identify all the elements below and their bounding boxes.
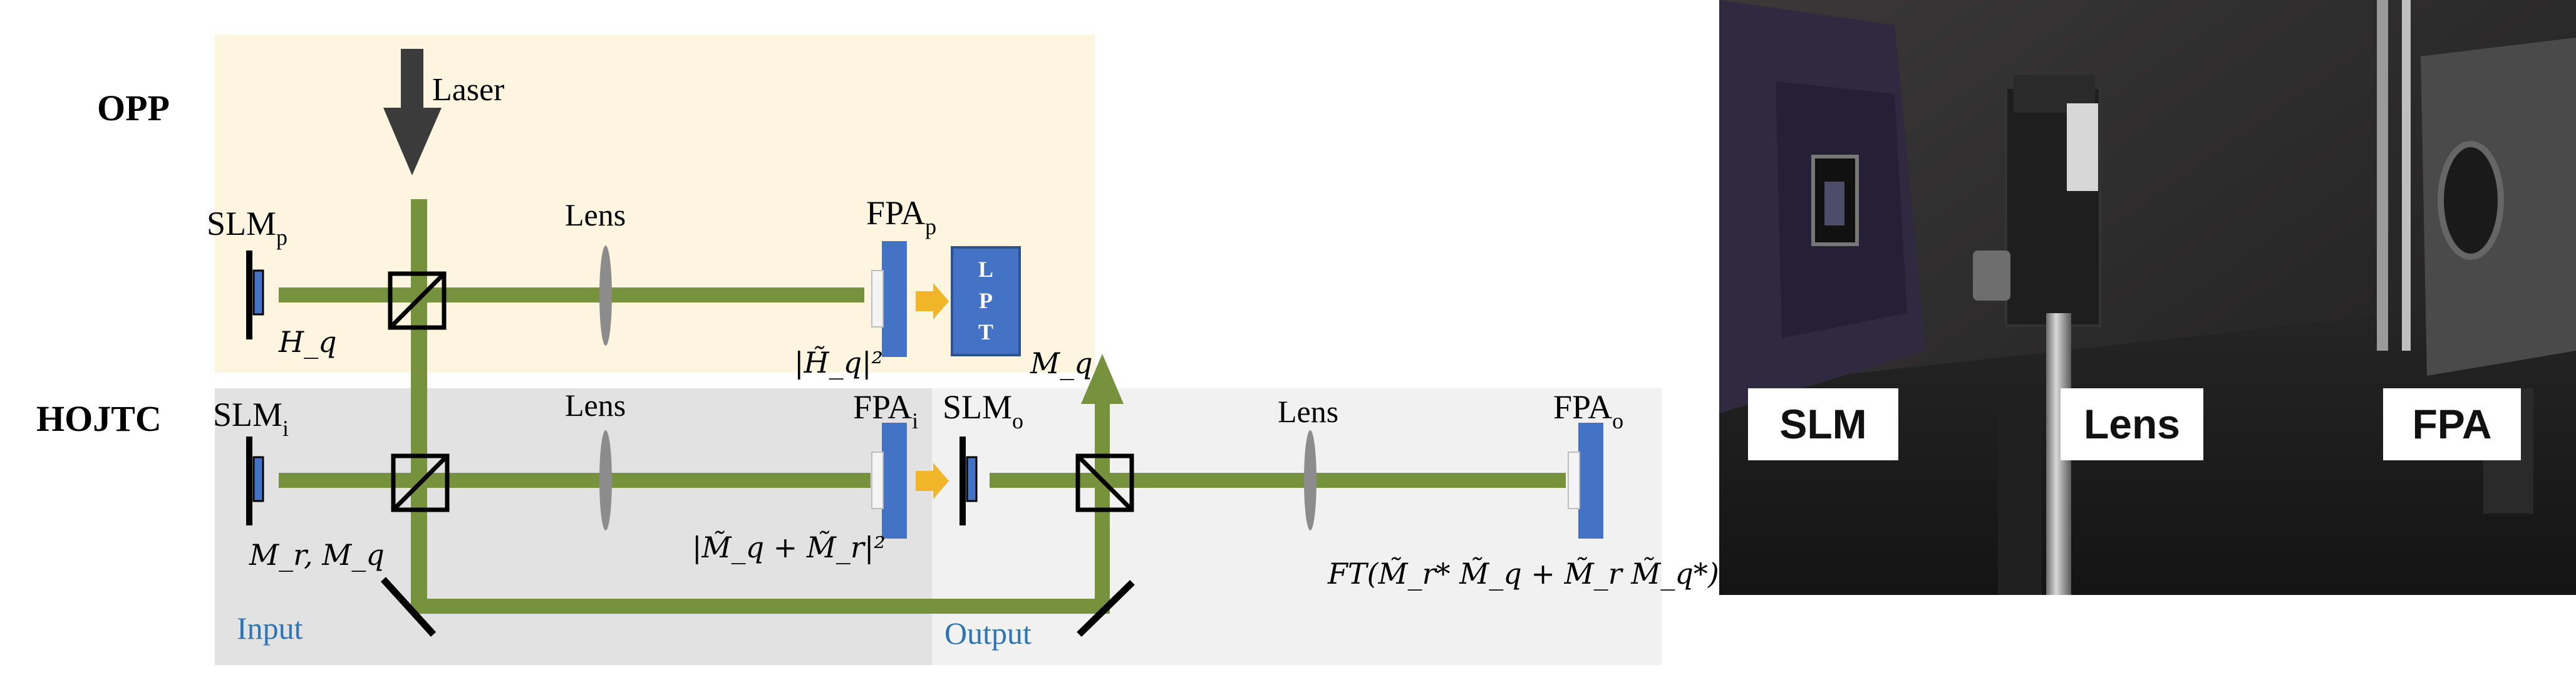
- mirror-output: [1077, 580, 1135, 637]
- slm-p-label: SLMp: [207, 205, 287, 250]
- lab-setup-photo: SLM Lens FPA: [1719, 0, 2576, 595]
- output-label: Output: [944, 616, 1032, 651]
- fpa-i: [871, 423, 907, 539]
- lens-knob: [1973, 251, 2010, 301]
- opp-panel: [215, 34, 1095, 373]
- lens-label-output: Lens: [1278, 394, 1338, 429]
- input-label: Input: [237, 611, 303, 646]
- beam-splitter-opp: [388, 271, 447, 330]
- photo-scene: [1719, 0, 2576, 595]
- lpt-letter-3: T: [978, 319, 993, 344]
- slm-p: [246, 251, 264, 339]
- math-mr-mq: M_r, M_q: [249, 538, 385, 572]
- lens-opp: [599, 245, 612, 346]
- math-h-q: H_q: [278, 325, 337, 359]
- fpa-o: [1568, 423, 1603, 539]
- math-m-q: M_q: [1030, 346, 1093, 380]
- fpa-p: [871, 241, 907, 357]
- support-post-1: [2377, 0, 2388, 351]
- mirror-input: [380, 577, 437, 637]
- output-up-beam: [1095, 395, 1110, 614]
- fpa-o-label: FPAo: [1553, 388, 1623, 433]
- beam-splitter-hojtc: [391, 453, 450, 512]
- lens-label-opp: Lens: [565, 197, 626, 232]
- lens-post-holder: [1998, 407, 2042, 595]
- beam-paths: [279, 199, 1566, 614]
- lens-hojtc: [599, 430, 612, 530]
- math-ft: FT(M̃_r* M̃_q + M̃_r M̃_q*): [1327, 557, 1719, 591]
- slm-chip: [1811, 155, 1859, 246]
- row-label-hojtc: HOJTC: [36, 398, 162, 439]
- lpt-letter-2: P: [979, 288, 993, 313]
- arrow-fpa-i-to-slm-o: [916, 463, 949, 499]
- math-abs-sum: |M̃_q + M̃_r|²: [692, 530, 886, 564]
- output-up-arrowhead: [1081, 354, 1124, 404]
- beam-splitter-output: [1075, 453, 1134, 512]
- lpt-block: L P T: [951, 246, 1021, 356]
- slm-active-area: [1824, 182, 1844, 225]
- slm-i-label: SLMi: [213, 396, 289, 441]
- lpt-letter-1: L: [978, 257, 993, 282]
- support-post-2: [2402, 0, 2411, 351]
- opp-beam: [279, 287, 864, 302]
- photo-label-lens: Lens: [2061, 388, 2203, 460]
- arrow-fpa-p-to-lpt: [916, 283, 949, 319]
- photo-label-slm: SLM: [1748, 388, 1898, 460]
- hojtc-panel: [215, 388, 932, 665]
- slm-i: [246, 437, 264, 525]
- fpa-lens-port: [2438, 141, 2504, 260]
- lens-output: [1304, 430, 1316, 530]
- output-panel: [932, 388, 1662, 665]
- hojtc-input-beam: [279, 473, 871, 488]
- slm-o-label: SLMo: [943, 388, 1023, 433]
- photo-label-fpa: FPA: [2383, 388, 2521, 460]
- row-label-opp: OPP: [97, 88, 170, 128]
- bottom-return-beam: [411, 599, 1102, 614]
- math-abs-hq: |H̃_q|²: [794, 346, 883, 380]
- slm-o: [960, 437, 978, 525]
- vertical-beam: [411, 199, 427, 614]
- fpa-p-label: FPAp: [866, 194, 936, 239]
- laser-arrow: [383, 49, 442, 175]
- fpa-i-label: FPAi: [853, 388, 918, 433]
- lens-label-hojtc: Lens: [565, 388, 626, 423]
- laser-label: Laser: [432, 72, 504, 108]
- output-beam: [990, 473, 1566, 488]
- lens-sticker: [2067, 103, 2098, 191]
- optical-setup-diagram: OPP HOJTC Laser Lens Lens Lens: [36, 34, 1719, 665]
